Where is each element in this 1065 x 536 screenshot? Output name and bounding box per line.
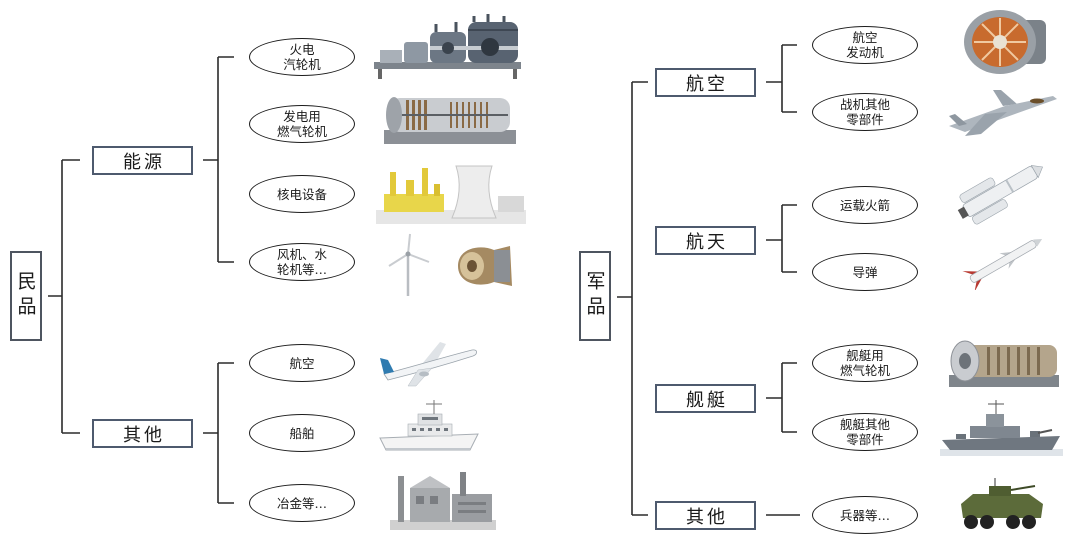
leaf-text-line: 导弹: [852, 265, 877, 280]
ship-image: [378, 398, 480, 456]
leaf-missile: 导弹: [812, 253, 918, 291]
leaf-text-line: 核电设备: [277, 187, 327, 202]
leaf-text-line: 轮机等…: [277, 262, 327, 277]
leaf-text-line: 燃气轮机: [277, 124, 327, 139]
warship-image: [940, 398, 1063, 458]
leaf-text-line: 舰艇其他: [840, 417, 890, 432]
launch-rocket-image: [950, 152, 1052, 230]
aero-engine-image: [958, 4, 1050, 76]
leaf-text-line: 航空: [289, 356, 314, 371]
leaf-weapons: 兵器等…: [812, 496, 918, 534]
category-military-other: 其他: [655, 501, 756, 530]
leaf-text-line: 兵器等…: [840, 508, 890, 523]
connector-aviation: [766, 45, 797, 112]
leaf-metallurgy: 冶金等…: [249, 484, 355, 522]
leaf-fighter-parts: 战机其他 零部件: [812, 93, 918, 131]
leaf-text-line: 零部件: [846, 112, 884, 127]
root-military: 军品: [579, 251, 611, 341]
leaf-aero-engine: 航空 发动机: [812, 26, 918, 64]
category-civilian-other: 其他: [92, 419, 193, 448]
leaf-shipping: 船舶: [249, 414, 355, 452]
armored-vehicle-image: [955, 478, 1047, 534]
category-aerospace: 航天: [655, 226, 756, 255]
connector-military-root: [617, 82, 648, 515]
leaf-text-line: 运载火箭: [840, 198, 890, 213]
leaf-launch-rocket: 运载火箭: [812, 186, 918, 224]
leaf-text-line: 燃气轮机: [840, 363, 890, 378]
steam-turbine-image: [370, 12, 525, 84]
leaf-text-line: 风机、水: [277, 247, 327, 262]
leaf-text-line: 冶金等…: [277, 496, 327, 511]
leaf-text-line: 火电: [289, 42, 314, 57]
hydro-turbine-image: [450, 240, 516, 292]
leaf-text-line: 舰艇用: [846, 348, 884, 363]
connector-civilian-other: [203, 363, 234, 503]
leaf-nuclear-equipment: 核电设备: [249, 175, 355, 213]
nuclear-power-plant-image: [376, 158, 526, 224]
leaf-warship-parts: 舰艇其他 零部件: [812, 413, 918, 451]
connector-naval: [766, 363, 797, 432]
connector-aerospace: [766, 205, 797, 272]
category-naval: 舰艇: [655, 384, 756, 413]
leaf-text-line: 航空: [852, 30, 877, 45]
wind-turbine-image: [383, 232, 433, 298]
category-energy: 能源: [92, 146, 193, 175]
marine-gas-turbine-image: [945, 335, 1063, 391]
connector-civilian-root: [48, 160, 80, 433]
metallurgy-plant-image: [390, 470, 496, 530]
leaf-text-line: 零部件: [846, 432, 884, 447]
leaf-text-line: 发动机: [846, 45, 884, 60]
leaf-marine-gas-turbine: 舰艇用 燃气轮机: [812, 344, 918, 382]
airliner-image: [378, 338, 480, 388]
category-aviation: 航空: [655, 68, 756, 97]
leaf-wind-hydro-turbine: 风机、水 轮机等…: [249, 243, 355, 281]
leaf-text-line: 汽轮机: [283, 57, 321, 72]
root-civilian: 民品: [10, 251, 42, 341]
fighter-jet-image: [945, 82, 1060, 140]
leaf-text-line: 战机其他: [840, 97, 890, 112]
connector-energy: [203, 57, 234, 262]
gas-turbine-image: [380, 88, 520, 150]
leaf-text-line: 船舶: [289, 426, 314, 441]
leaf-power-gas-turbine: 发电用 燃气轮机: [249, 105, 355, 143]
leaf-text-line: 发电用: [283, 109, 321, 124]
leaf-thermal-steam-turbine: 火电 汽轮机: [249, 38, 355, 76]
leaf-civil-aviation: 航空: [249, 344, 355, 382]
missile-image: [958, 232, 1050, 290]
